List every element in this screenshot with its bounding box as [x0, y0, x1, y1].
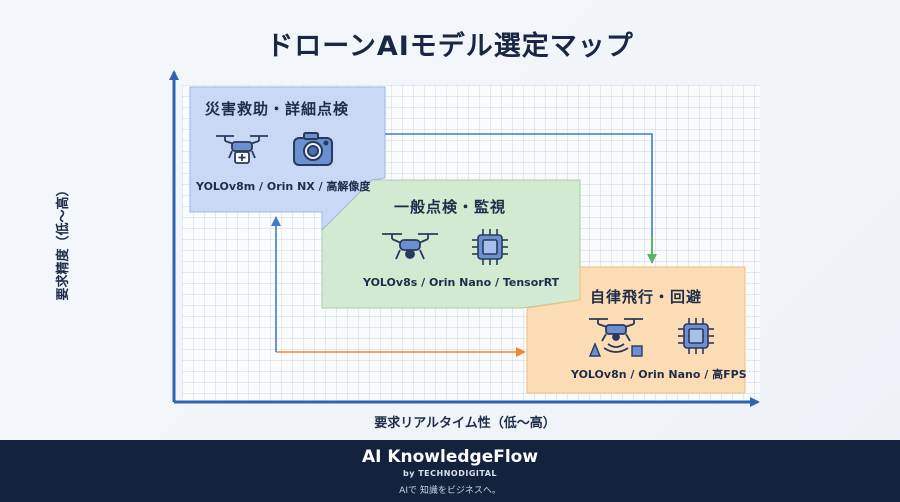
drone-medical-icon — [216, 135, 268, 164]
footer-brand-sub: by TECHNODIGITAL — [403, 469, 497, 478]
box-disaster-rescue-title: 災害救助・詳細点検 — [205, 100, 350, 118]
y-axis-label: 要求精度（低〜高） — [56, 183, 71, 301]
box-disaster-rescue — [189, 86, 386, 232]
box-autonomous-flight-caption: YOLOv8n / Orin Nano / 高FPS — [571, 368, 747, 381]
chip-icon — [472, 229, 508, 265]
flow-blue-to-orange — [385, 133, 653, 263]
box-general-inspection-title: 一般点検・監視 — [394, 198, 507, 216]
x-axis-label: 要求リアルタイム性（低〜高） — [374, 416, 556, 431]
camera-icon — [293, 132, 333, 166]
chip-icon — [678, 318, 714, 354]
box-autonomous-flight-title: 自律飛行・回避 — [590, 288, 703, 306]
box-disaster-rescue-caption: YOLOv8m / Orin NX / 高解像度 — [196, 180, 371, 193]
footer-bar: AI KnowledgeFlow by TECHNODIGITAL AIで 知識… — [0, 440, 900, 502]
page-title: ドローンAIモデル選定マップ — [266, 31, 634, 62]
footer-tagline: AIで 知識をビジネスへ。 — [399, 486, 501, 496]
drone-icon — [382, 233, 438, 260]
box-autonomous-flight — [526, 266, 746, 394]
box-general-inspection-caption: YOLOv8s / Orin Nano / TensorRT — [363, 276, 560, 289]
footer-brand: AI KnowledgeFlow — [361, 447, 539, 467]
drone-sensing-icon — [588, 318, 643, 357]
